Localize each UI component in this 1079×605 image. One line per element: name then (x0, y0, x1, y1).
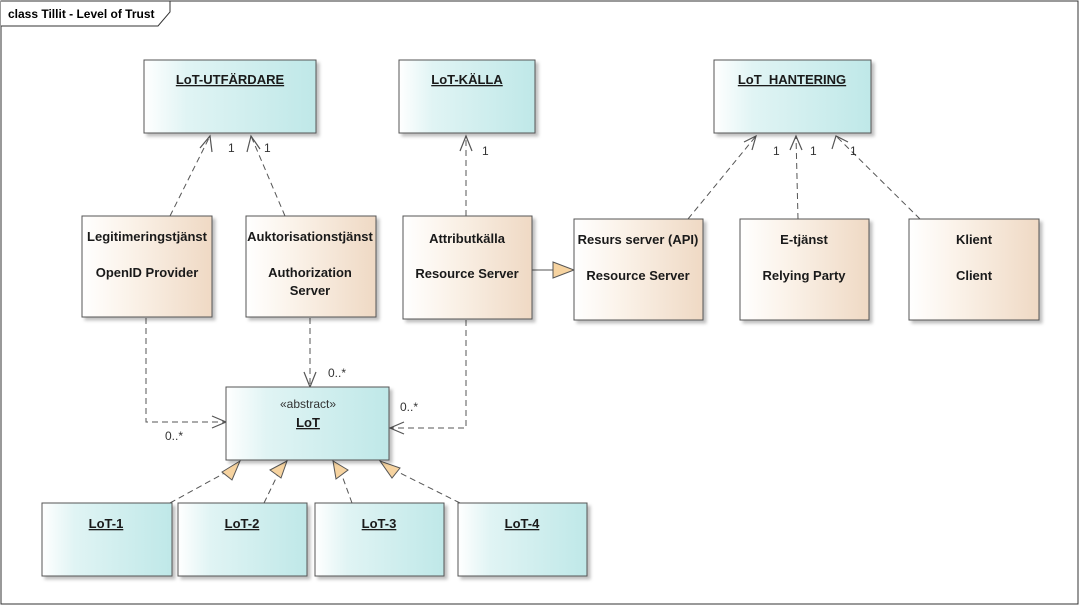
class-name: LoT-3 (362, 516, 397, 531)
mult-utf-left: 1 (228, 141, 235, 155)
class-lot-abstract[interactable]: «abstract» LoT (225, 386, 390, 461)
class-name: LoT_HANTERING (738, 72, 846, 87)
class-legitimeringstjanst[interactable]: Legitimeringstjänst OpenID Provider (81, 215, 213, 318)
generalization-lot4 (389, 467, 461, 504)
class-stereotype: «abstract» (280, 397, 336, 411)
mult-hant-b: 1 (810, 144, 817, 158)
class-lot-2[interactable]: LoT-2 (177, 502, 308, 577)
class-name: LoT-4 (505, 516, 540, 531)
class-lot-hantering[interactable]: LoT_HANTERING (713, 59, 872, 134)
dependency-etjanst-hantering (795, 135, 799, 220)
class-lot-kalla[interactable]: LoT-KÄLLA (398, 59, 536, 134)
mult-lot-right: 0..* (400, 400, 418, 414)
dependency-resurs-hantering (687, 135, 757, 220)
class-lot-3[interactable]: LoT-3 (314, 502, 445, 577)
mult-hant-a: 1 (773, 144, 780, 158)
class-auktorisationstjanst[interactable]: Auktorisationstjänst Authorization Serve… (245, 215, 377, 318)
class-resurs-server[interactable]: Resurs server (API) Resource Server (573, 218, 704, 321)
generalization-lot1 (169, 469, 231, 504)
class-line3: Server (290, 283, 330, 298)
diagram-title-tab (1, 0, 171, 27)
association-attribut-lot (390, 320, 467, 429)
class-line1: Legitimeringstjänst (87, 229, 208, 244)
class-line1: Attributkälla (429, 231, 506, 246)
mult-lot-top: 0..* (328, 366, 346, 380)
mult-utf-right: 1 (264, 141, 271, 155)
class-name: LoT-KÄLLA (431, 72, 503, 87)
diagram-title: class Tillit - Level of Trust (8, 7, 155, 21)
generalization-lot3 (339, 469, 353, 504)
class-klient[interactable]: Klient Client (908, 218, 1040, 321)
dependency-auktor-utfardare (250, 135, 286, 217)
class-e-tjanst[interactable]: E-tjänst Relying Party (739, 218, 870, 321)
class-line2: Client (956, 268, 993, 283)
mult-lot-left: 0..* (165, 429, 183, 443)
association-legit-lot (145, 318, 226, 423)
class-line1: E-tjänst (780, 232, 828, 247)
class-name: LoT (296, 415, 320, 430)
class-lot-1[interactable]: LoT-1 (41, 502, 173, 577)
class-line2: OpenID Provider (96, 265, 199, 280)
realization-head (552, 261, 576, 279)
class-line1: Resurs server (API) (578, 232, 699, 247)
mult-kalla: 1 (482, 144, 489, 158)
class-line1: Auktorisationstjänst (247, 229, 373, 244)
class-lot-utfardare[interactable]: LoT-UTFÄRDARE (143, 59, 317, 134)
class-line1: Klient (956, 232, 993, 247)
mult-hant-c: 1 (850, 144, 857, 158)
class-name: LoT-2 (225, 516, 260, 531)
class-line2: Relying Party (762, 268, 846, 283)
class-line2: Authorization (268, 265, 352, 280)
class-line2: Resource Server (586, 268, 689, 283)
class-name: LoT-1 (89, 516, 124, 531)
class-lot-4[interactable]: LoT-4 (457, 502, 588, 577)
class-line2: Resource Server (415, 266, 518, 281)
class-attributkalla[interactable]: Attributkälla Resource Server (402, 215, 533, 320)
generalization-heads (221, 459, 401, 481)
dependency-legit-utfardare (169, 135, 211, 217)
class-name: LoT-UTFÄRDARE (176, 72, 285, 87)
